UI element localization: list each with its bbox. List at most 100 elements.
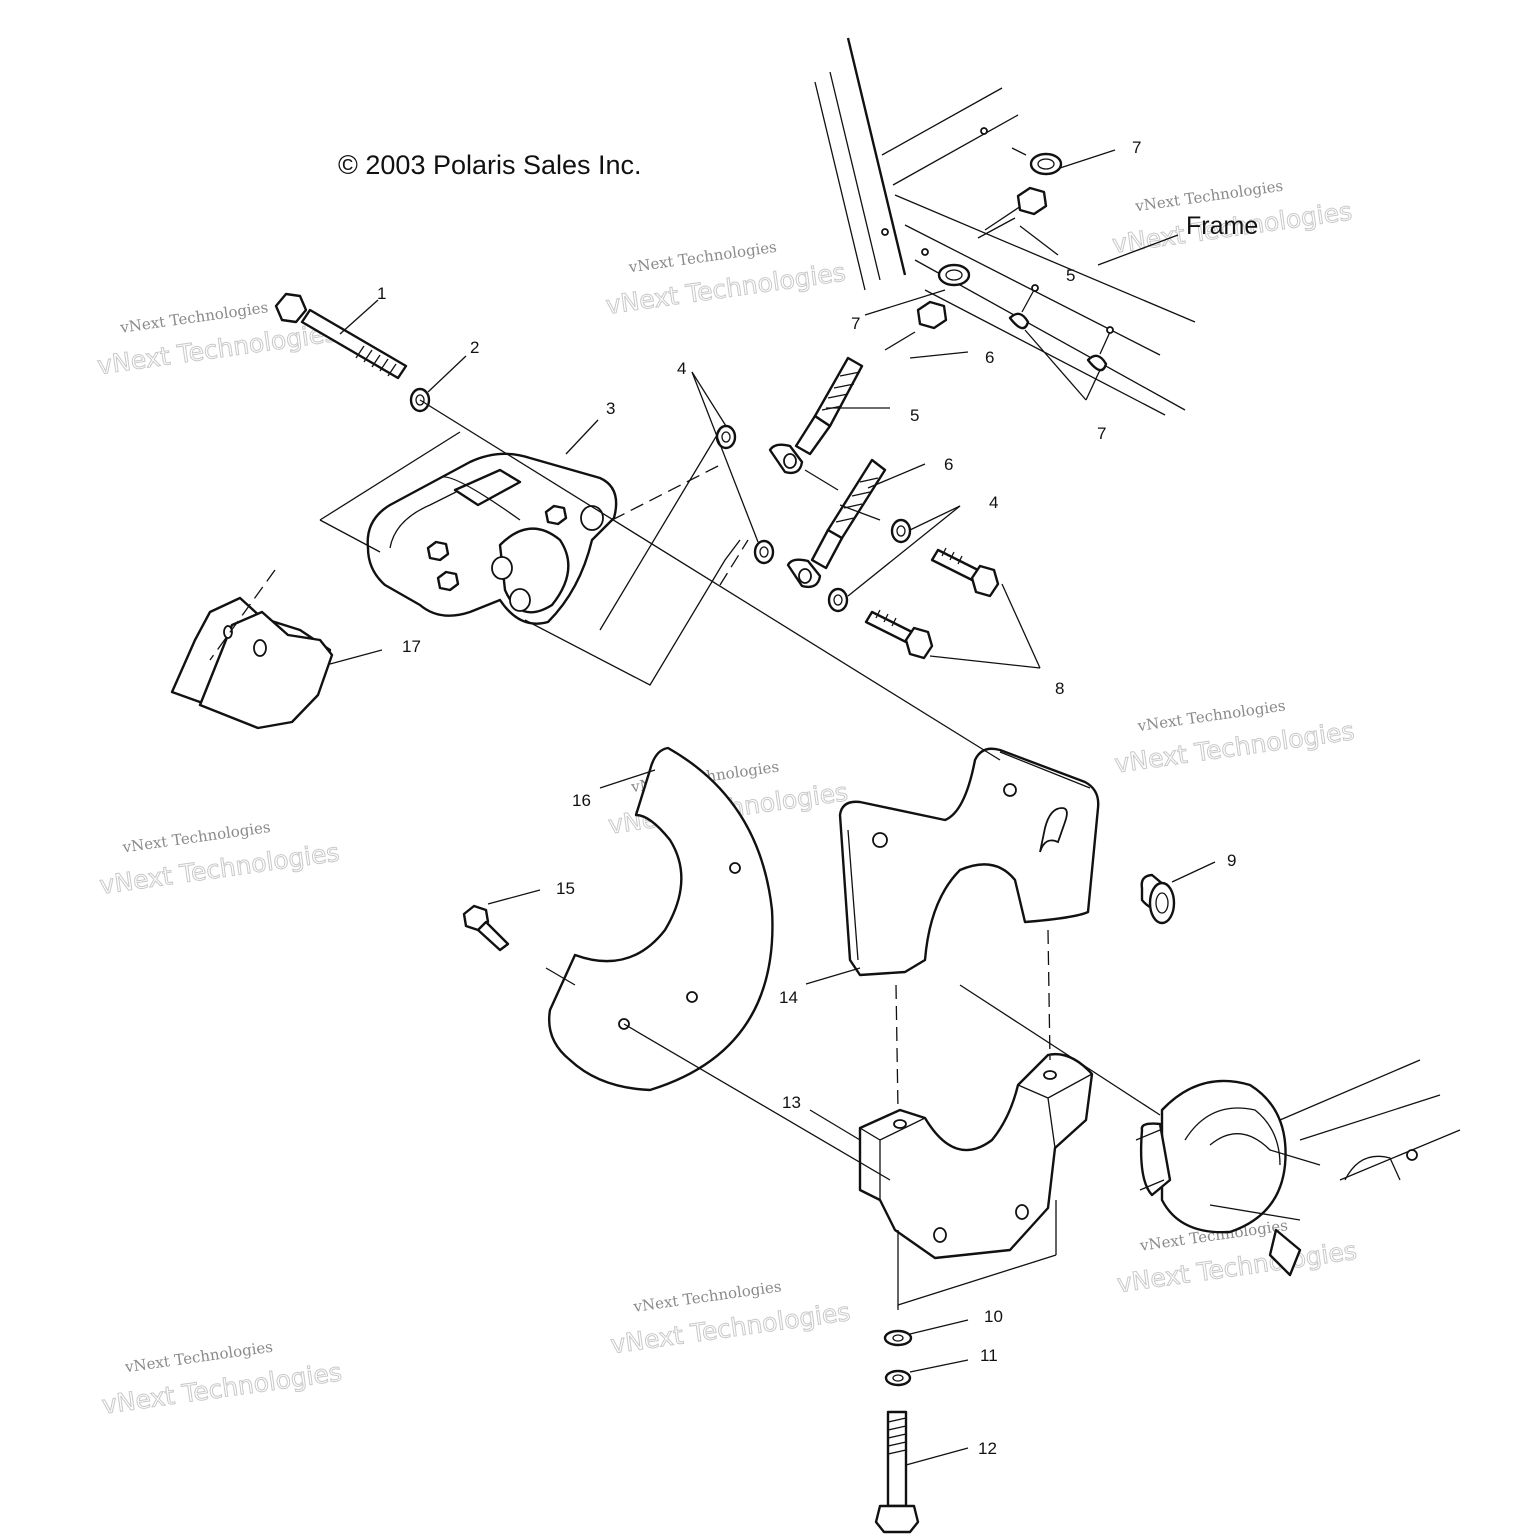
callout-9: 9 [1227, 851, 1236, 870]
callout-12: 12 [978, 1439, 997, 1458]
spring-clip-icon [1086, 354, 1108, 372]
bolt-thread [355, 345, 397, 377]
part-14-caliper-bracket [838, 747, 1100, 977]
spring-clip-icon [1008, 312, 1030, 330]
hex-nut-icon [1016, 186, 1048, 216]
part-17-brake-pads [170, 596, 334, 730]
part-5-brake-hose [813, 356, 864, 428]
disc-plate [548, 746, 774, 1092]
frame-crossbar [881, 87, 1003, 156]
part-13-mount-block [858, 1053, 1094, 1260]
part-4-washer-icon [890, 518, 912, 544]
bracket-plate [838, 747, 1100, 977]
caliper-mount-hole [491, 556, 513, 580]
watermark-bc: vNext Technologies vNext Technologies [608, 1277, 852, 1360]
callout-17: 17 [402, 637, 421, 656]
axle-clamp [1139, 1122, 1172, 1197]
bolt-head-icon [874, 1504, 920, 1534]
banjo-bolt-shank [930, 548, 980, 582]
bolt-head-icon [462, 904, 490, 932]
cotter-pin-icon [980, 127, 988, 135]
brake-lines [715, 356, 912, 613]
banjo-bolt-shank [864, 610, 914, 644]
watermark-bl: vNext Technologies vNext Technologies [100, 1338, 344, 1421]
callout-6: 6 [944, 455, 953, 474]
mount-body [858, 1053, 1094, 1260]
mount-hole [933, 1227, 947, 1243]
frame-tube-edge [829, 71, 881, 281]
callout-4: 4 [677, 359, 686, 378]
part-1-caliper-bolt [274, 292, 408, 380]
caliper-clip [439, 476, 521, 521]
callout-13: 13 [782, 1093, 801, 1112]
axle-housing [1135, 1059, 1461, 1277]
callouts: 1 2 3 4 4 5 5 6 6 7 7 7 8 9 10 11 12 13 … [377, 138, 1236, 1458]
part-6-brake-hose [826, 458, 887, 540]
bushing-end [1148, 881, 1176, 925]
part-10-flat-washer [883, 1329, 913, 1347]
watermark-mr: vNext Technologies vNext Technologies [1112, 696, 1356, 779]
frame-tube-edge [814, 81, 866, 291]
caliper-nut-icon [544, 504, 568, 526]
callout-4: 4 [989, 493, 998, 512]
pad-hole [223, 625, 233, 639]
cotter-pin-icon [881, 228, 889, 236]
callout-15: 15 [556, 879, 575, 898]
hex-nut-icon [916, 300, 948, 330]
mount-hole [1015, 1204, 1029, 1220]
part-15-disc-bolt [462, 904, 510, 952]
callout-14: 14 [779, 988, 798, 1007]
assembly-lines [209, 399, 1161, 1310]
watermark-ml: vNext Technologies vNext Technologies [97, 818, 341, 901]
frame-label: Frame [1186, 212, 1258, 240]
callout-11: 11 [980, 1346, 998, 1365]
bracket-slot [1039, 807, 1068, 853]
bolt-head-icon [274, 292, 308, 324]
callout-2: 2 [470, 338, 479, 357]
bolt-shank [476, 920, 510, 952]
frame-leader [1097, 234, 1179, 266]
part-8-banjo-bolts [864, 547, 1000, 660]
watermark-tc: vNext Technologies vNext Technologies [604, 238, 848, 321]
mount-hole [893, 1119, 907, 1129]
bracket-hole [1003, 783, 1017, 797]
part-4-washer-icon [827, 587, 849, 613]
cotter-pin-icon [921, 248, 929, 256]
bleeder-nut-icon [426, 540, 450, 562]
part-3-brake-caliper [366, 452, 618, 625]
frame-tube-outer [846, 37, 907, 276]
callout-7: 7 [1132, 138, 1141, 157]
caliper-mount-hole [509, 588, 531, 612]
part-12-mount-bolt [874, 1410, 920, 1534]
washer-icon [883, 1329, 913, 1347]
callout-5: 5 [1066, 266, 1075, 285]
pad-hole [253, 639, 267, 657]
bracket-hole [872, 832, 888, 848]
bolt-thread [887, 1417, 907, 1455]
part-11-lock-washer [884, 1369, 912, 1387]
caliper-bolt-hole [580, 505, 604, 531]
banjo-bolt-head-icon [904, 626, 934, 660]
callout-6: 6 [985, 348, 994, 367]
callout-7: 7 [851, 314, 860, 333]
leader-lines [329, 149, 1216, 1466]
banjo-bolt-head-icon [970, 564, 1000, 598]
callout-10: 10 [984, 1307, 1003, 1326]
callout-3: 3 [606, 399, 615, 418]
caliper-window [453, 468, 522, 507]
axle-flange [1160, 1079, 1287, 1234]
frame-assembly: Frame [814, 37, 1258, 416]
disc-bolt-hole [686, 991, 698, 1003]
callout-5: 5 [910, 406, 919, 425]
washer-icon [1029, 152, 1063, 176]
callout-8: 8 [1055, 679, 1064, 698]
axle-tab [1268, 1228, 1302, 1277]
disc-bolt-hole [729, 862, 741, 874]
callout-1: 1 [377, 284, 386, 303]
frame-crossbar [892, 114, 1019, 186]
lock-washer-icon [884, 1369, 912, 1387]
callout-7: 7 [1097, 424, 1106, 443]
bleeder-nut-icon [436, 570, 460, 592]
